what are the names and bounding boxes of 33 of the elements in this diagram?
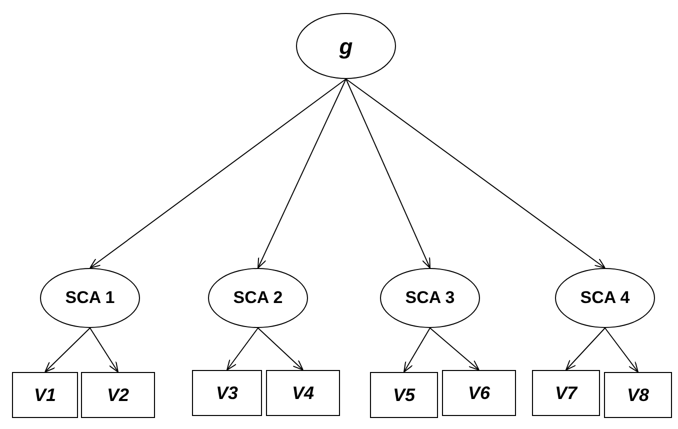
arrow <box>430 328 480 370</box>
variable-label: V7 <box>554 382 578 404</box>
variable-box <box>81 372 155 418</box>
variable-label: V1 <box>34 384 56 406</box>
node-label: SCA 3 <box>405 287 455 310</box>
variable-box <box>12 372 78 418</box>
variable-label: V5 <box>392 384 416 406</box>
variable-label: V4 <box>292 382 314 404</box>
arrow <box>604 328 638 372</box>
arrow <box>346 78 430 268</box>
arrow <box>90 78 346 268</box>
variable-box <box>370 372 438 418</box>
node-label: SCA 1 <box>65 287 115 310</box>
variable-label: V3 <box>216 382 238 404</box>
arrow <box>258 78 346 268</box>
arrow <box>226 328 258 370</box>
variable-box <box>604 372 672 418</box>
node-label: SCA 4 <box>580 287 630 310</box>
node-label: g <box>339 32 353 61</box>
arrow <box>44 328 90 372</box>
variable-box <box>266 370 340 416</box>
variable-label: V2 <box>106 384 130 406</box>
variable-label: V6 <box>468 382 490 404</box>
variable-box <box>442 370 516 416</box>
arrow <box>90 328 118 372</box>
variable-label: V8 <box>626 384 650 406</box>
arrow <box>404 328 430 372</box>
arrow <box>258 328 304 370</box>
variable-box <box>192 370 262 416</box>
variable-box <box>532 370 600 416</box>
arrow <box>346 78 606 268</box>
arrow <box>566 328 606 370</box>
node-label: SCA 2 <box>233 287 283 310</box>
